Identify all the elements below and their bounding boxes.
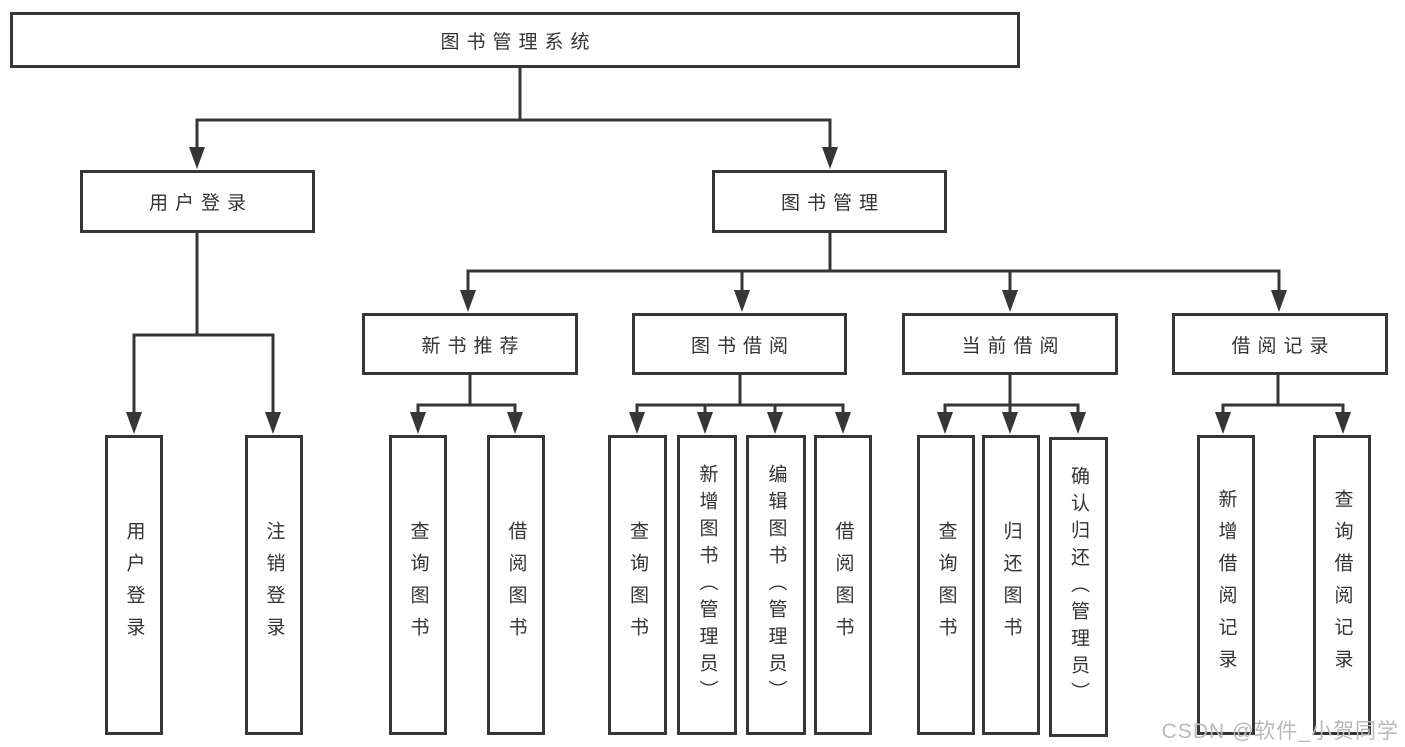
node-book-management-branch: 图书管理 xyxy=(712,170,947,233)
node-label: 编辑图书（管理员） xyxy=(765,463,787,707)
arrow-down-icon xyxy=(265,412,281,434)
arrow-down-icon xyxy=(126,412,142,434)
node-label: 查询借阅记录 xyxy=(1331,489,1353,681)
node-label: 用户登录 xyxy=(123,521,145,649)
leaf-query-book: 查询图书 xyxy=(917,435,975,735)
arrow-down-icon xyxy=(1070,412,1086,434)
arrow-down-icon xyxy=(460,290,476,312)
node-label: 查询图书 xyxy=(407,521,429,649)
arrow-down-icon xyxy=(1335,412,1351,434)
csdn-watermark: CSDN @软件_小贺同学 xyxy=(1161,720,1399,743)
arrow-down-icon xyxy=(937,412,953,434)
connector-userlogin-rail xyxy=(132,333,275,415)
arrow-down-icon xyxy=(822,147,838,169)
node-label: 查询图书 xyxy=(935,521,957,649)
leaf-borrow-book: 借阅图书 xyxy=(814,435,872,735)
node-label: 借阅记录 xyxy=(1231,335,1336,357)
leaf-add-borrow-record: 新增借阅记录 xyxy=(1197,435,1255,735)
connector-root-rail xyxy=(195,118,832,148)
arrow-down-icon xyxy=(629,412,645,434)
node-label: 借阅图书 xyxy=(832,521,854,649)
leaf-query-book: 查询图书 xyxy=(608,435,667,735)
node-label: 查询图书 xyxy=(627,521,648,649)
leaf-confirm-return-admin: 确认归还（管理员） xyxy=(1049,437,1108,737)
arrow-down-icon xyxy=(507,412,523,434)
leaf-borrow-book: 借阅图书 xyxy=(487,435,545,735)
node-label: 确认归还（管理员） xyxy=(1068,465,1089,709)
arrow-down-icon xyxy=(1215,412,1231,434)
node-label: 新增借阅记录 xyxy=(1215,489,1237,681)
arrow-down-icon xyxy=(697,412,713,434)
leaf-logout: 注销登录 xyxy=(245,435,303,735)
arrow-down-icon xyxy=(1002,290,1018,312)
connector-bookmgmt-rail xyxy=(466,269,1281,292)
node-label: 新书推荐 xyxy=(421,335,526,357)
arrow-down-icon xyxy=(1002,412,1018,434)
node-label: 借阅图书 xyxy=(505,521,527,649)
leaf-add-book-admin: 新增图书（管理员） xyxy=(677,435,737,735)
node-label: 图书管理 xyxy=(780,193,885,214)
leaf-return-book: 归还图书 xyxy=(982,435,1040,735)
node-current-borrow: 当前借阅 xyxy=(902,313,1118,375)
arrow-down-icon xyxy=(1271,290,1287,312)
node-borrow-record: 借阅记录 xyxy=(1172,313,1388,375)
leaf-query-book: 查询图书 xyxy=(389,435,447,735)
connector-newbook-rail xyxy=(416,403,517,414)
leaf-query-borrow-record: 查询借阅记录 xyxy=(1313,435,1371,735)
arrowheads xyxy=(126,147,1351,434)
node-book-borrow: 图书借阅 xyxy=(632,313,847,375)
node-label: 图书管理系统 xyxy=(440,31,597,53)
leaf-edit-book-admin: 编辑图书（管理员） xyxy=(746,435,806,735)
leaf-user-login: 用户登录 xyxy=(105,435,163,735)
node-label: 归还图书 xyxy=(1000,521,1022,649)
node-label: 当前借阅 xyxy=(961,335,1066,357)
arrow-down-icon xyxy=(410,412,426,434)
connector-borrow-rail xyxy=(635,403,845,414)
node-new-book-recommend: 新书推荐 xyxy=(362,313,578,375)
node-label: 用户登录 xyxy=(148,193,253,214)
connector-record-rail xyxy=(1221,403,1345,414)
arrow-down-icon xyxy=(189,147,205,169)
arrow-down-icon xyxy=(767,412,783,434)
arrow-down-icon xyxy=(835,412,851,434)
node-label: 新增图书（管理员） xyxy=(696,463,718,707)
node-label: 注销登录 xyxy=(263,521,285,649)
arrow-down-icon xyxy=(734,290,750,312)
node-label: 图书借阅 xyxy=(690,335,795,357)
node-root-system: 图书管理系统 xyxy=(10,12,1020,68)
node-user-login-branch: 用户登录 xyxy=(80,170,315,233)
